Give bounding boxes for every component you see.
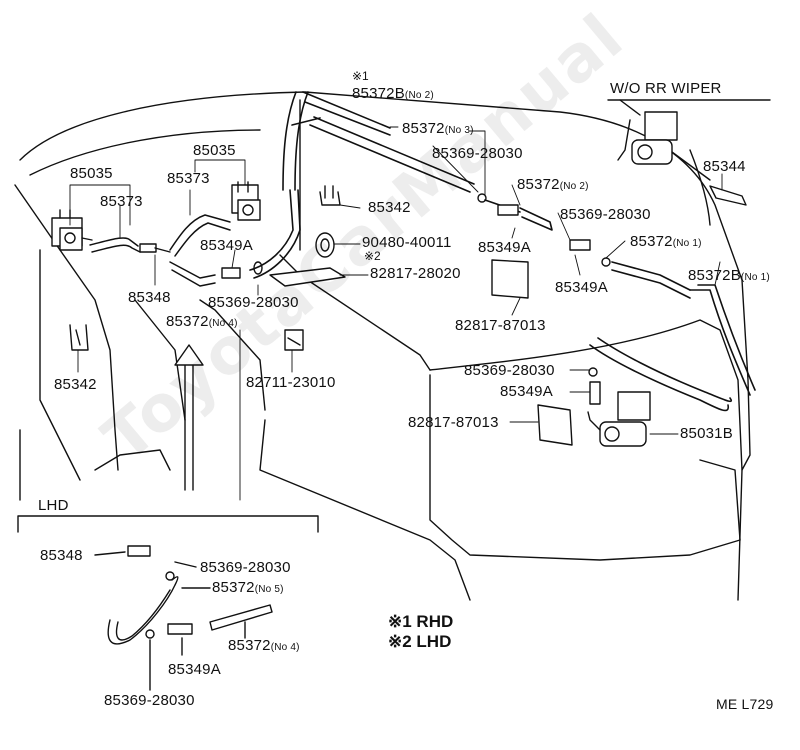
leader-lines	[69, 126, 723, 501]
label-85342-upper: 85342	[368, 199, 411, 216]
diagram-code: ME L729	[716, 696, 774, 712]
label-85344: 85344	[703, 158, 746, 175]
lhd-label-85372-no4: 85372(No 4)	[228, 637, 300, 654]
label-85369-28030-a: 85369-28030	[432, 145, 523, 162]
lhd-label-85349a: 85349A	[168, 661, 221, 678]
lhd-label-85348: 85348	[40, 547, 83, 564]
nozzle-85035-left	[51, 209, 93, 251]
label-85035-left: 85035	[70, 165, 113, 182]
header-lhd: LHD	[38, 497, 69, 514]
lhd-label-85369-28030-bottom: 85369-28030	[104, 692, 195, 709]
lhd-inset	[17, 515, 319, 691]
hose-main-run	[249, 116, 732, 412]
header-wo-rr-wiper: W/O RR WIPER	[610, 80, 722, 97]
label-85349a-a: 85349A	[200, 237, 253, 254]
label-85372b-no2: 85372B(No 2)	[352, 85, 434, 102]
marker-1: ※1	[352, 69, 369, 83]
clamp-82711	[284, 329, 304, 351]
label-85373-right: 85373	[167, 170, 210, 187]
label-85035-right: 85035	[193, 142, 236, 159]
label-85373-left: 85373	[100, 193, 143, 210]
label-85349a-d: 85349A	[500, 383, 553, 400]
label-85349a-b: 85349A	[478, 239, 531, 256]
label-82817-28020: 82817-28020	[370, 265, 461, 282]
label-85372b-no1: 85372B(No 1)	[688, 267, 770, 284]
marker-2: ※2	[364, 249, 381, 263]
pad-82817-87013-lower	[537, 404, 573, 446]
clip-85342	[69, 185, 341, 351]
label-85372-no2: 85372(No 2)	[517, 176, 589, 193]
label-85372-no4: 85372(No 4)	[166, 313, 238, 330]
grommet-90480	[315, 232, 335, 258]
label-82817-87013-lower: 82817-87013	[408, 414, 499, 431]
nozzle-85035-right	[231, 181, 261, 221]
label-85369-28030-b: 85369-28030	[560, 206, 651, 223]
lhd-label-85372-no5: 85372(No 5)	[212, 579, 284, 596]
hose-left	[89, 214, 231, 287]
vehicle-body	[14, 91, 751, 601]
label-85369-28030-d: 85369-28030	[464, 362, 555, 379]
label-85031b: 85031B	[680, 425, 733, 442]
label-85372-no1: 85372(No 1)	[630, 233, 702, 250]
label-82817-87013-upper: 82817-87013	[455, 317, 546, 334]
legend-rhd: ※1 RHD	[388, 612, 454, 631]
label-90480-40011: 90480-40011	[362, 234, 452, 251]
label-85342-lower: 85342	[54, 376, 97, 393]
motor-85031b	[587, 391, 651, 447]
hose-85372b	[282, 91, 756, 396]
inset-wo-rr-wiper	[607, 99, 771, 206]
label-85369-28030-c: 85369-28030	[208, 294, 299, 311]
label-82711-23010: 82711-23010	[246, 374, 336, 391]
joints	[139, 193, 611, 405]
lhd-label-85369-28030-top: 85369-28030	[200, 559, 291, 576]
pad-82817-87013-upper	[491, 259, 529, 299]
arrow-indicator	[174, 344, 204, 491]
pad-82817-28020	[269, 267, 346, 287]
label-85348: 85348	[128, 289, 171, 306]
label-85372-no3: 85372(No 3)	[402, 120, 474, 137]
label-85349a-c: 85349A	[555, 279, 608, 296]
legend-lhd: ※2 LHD	[388, 632, 452, 651]
